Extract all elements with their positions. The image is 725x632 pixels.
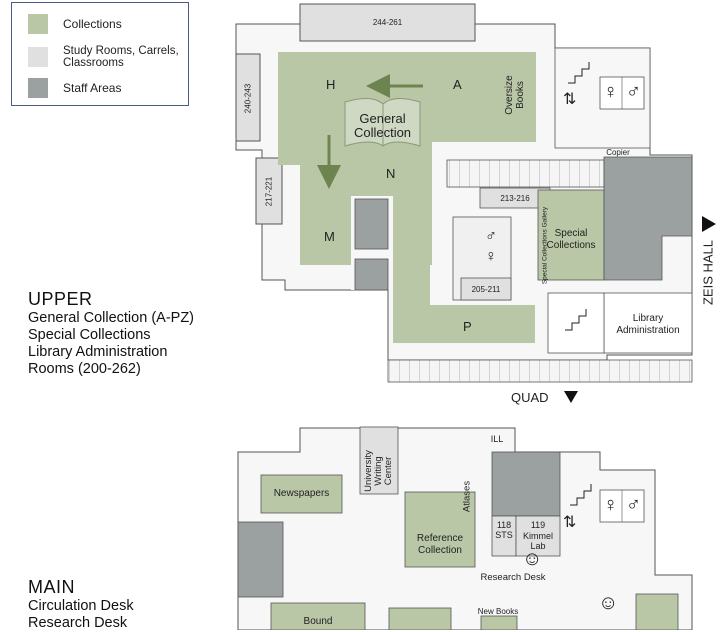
- bound-area: [270, 602, 366, 630]
- legend-swatch-collections: [28, 14, 48, 34]
- upper-floor-title: UPPER: [28, 289, 93, 309]
- oversize-books-label: Oversize Books: [504, 75, 526, 115]
- men-restroom-icon: ♂: [626, 494, 641, 516]
- map-legend: Collections Study Rooms, Carrels, Classr…: [11, 2, 189, 106]
- quad-label: QUAD: [511, 390, 549, 405]
- call-number-n: N: [386, 166, 396, 181]
- newspapers-area: [260, 474, 343, 514]
- room-118-number: 118: [496, 520, 512, 530]
- room-119-number: 119: [530, 520, 546, 530]
- stairs-icon-upper: [568, 62, 590, 84]
- legend-swatch-study: [28, 47, 48, 67]
- room-240-243: [235, 53, 261, 142]
- main-line: Circulation Desk: [28, 598, 134, 614]
- copier-label: Copier: [606, 148, 630, 157]
- staff-area-upper-right: [603, 156, 693, 281]
- upper-line: Special Collections: [28, 327, 151, 343]
- corridor-quad: [387, 359, 693, 383]
- elevator-icon: ⇅: [563, 91, 577, 108]
- stairs-icon-upper-lower: [565, 309, 587, 331]
- call-number-p: P: [463, 319, 472, 334]
- upper-line: Library Administration: [28, 344, 168, 360]
- research-desk-person-icon: ☺: [522, 548, 543, 570]
- new-books-label: New Books: [477, 607, 519, 616]
- room-label-213-216: 213-216: [500, 194, 530, 203]
- women-restroom-icon: ♀: [603, 81, 618, 103]
- upper-line: General Collection (A-PZ): [28, 310, 194, 326]
- room-205-211: [460, 277, 512, 301]
- upper-line: Rooms (200-262): [28, 361, 141, 377]
- collection-area-main-mid: [388, 607, 452, 630]
- new-books-shelf: [480, 615, 518, 630]
- staff-area-upper-2: [354, 258, 389, 291]
- room-119-kimmel-label: Kimmel Lab: [522, 531, 553, 551]
- men-restroom-icon: ♂: [485, 228, 497, 245]
- bound-label: Bound: [303, 616, 333, 627]
- special-collections-area: [537, 189, 605, 281]
- quad-arrow: [564, 391, 578, 403]
- legend-label: Collections: [63, 17, 122, 31]
- main-floor-title: MAIN: [28, 577, 75, 597]
- special-collections-label: Special Collections: [546, 228, 596, 251]
- room-119-kimmel: [515, 515, 561, 557]
- collection-area-main-right: [635, 593, 679, 630]
- legend-label: Staff Areas: [63, 81, 122, 95]
- writing-center-room: [359, 426, 399, 495]
- legend-item-collections: Collections: [28, 14, 193, 34]
- staff-area-main-left: [237, 521, 284, 598]
- room-label-205-211: 205-211: [471, 285, 501, 294]
- room-label-217-221: 217-221: [264, 176, 274, 207]
- call-number-a: A: [453, 77, 462, 92]
- special-collections-gallery-label: Special Collections Gallery: [541, 206, 549, 285]
- general-collection-p: [393, 305, 535, 343]
- legend-swatch-staff: [28, 78, 48, 98]
- legend-item-staff: Staff Areas: [28, 78, 193, 98]
- men-restroom-icon: ♂: [626, 81, 641, 103]
- writing-center-label: University Writing Center: [363, 450, 394, 492]
- room-244-261: [299, 3, 476, 42]
- library-administration-label: Library Administration: [616, 313, 680, 336]
- reference-collection-label: Reference Collection: [416, 533, 464, 556]
- legend-item-study: Study Rooms, Carrels, Classrooms: [28, 45, 193, 69]
- room-217-221: [255, 157, 283, 225]
- zeis-hall-label: ZEIS HALL: [700, 239, 716, 306]
- atlases-label: Atlases: [461, 480, 473, 513]
- room-label-244-261: 244-261: [372, 18, 403, 27]
- general-collection-mid: [300, 140, 351, 265]
- legend-label: Study Rooms, Carrels, Classrooms: [63, 45, 179, 69]
- stairs-icon-main: [570, 484, 592, 506]
- staff-area-upper-1: [354, 198, 389, 250]
- call-number-m: M: [324, 229, 335, 244]
- corridor-copier: [446, 159, 605, 188]
- reference-collection-area: [404, 491, 476, 568]
- room-label-240-243: 240-243: [243, 83, 253, 114]
- ill-label: ILL: [490, 434, 504, 444]
- room-118-sts-label: STS: [495, 530, 513, 540]
- circulation-desk-person-icon: ☺: [598, 592, 619, 614]
- women-restroom-icon: ♀: [603, 494, 618, 516]
- main-line: Research Desk: [28, 615, 128, 631]
- research-desk-label: Research Desk: [480, 572, 546, 583]
- women-restroom-icon: ♀: [485, 248, 497, 265]
- elevator-icon: ⇅: [563, 514, 577, 531]
- upper-floor-description: General Collection (A-PZ) Special Collec…: [28, 310, 194, 378]
- general-collection-label: General Collection: [353, 111, 412, 140]
- zeis-hall-arrow: [702, 216, 716, 232]
- main-floor-description: Circulation Desk Research Desk: [28, 598, 134, 632]
- call-number-h: H: [326, 77, 336, 92]
- staff-area-main-top: [491, 451, 561, 517]
- newspapers-label: Newspapers: [273, 488, 330, 499]
